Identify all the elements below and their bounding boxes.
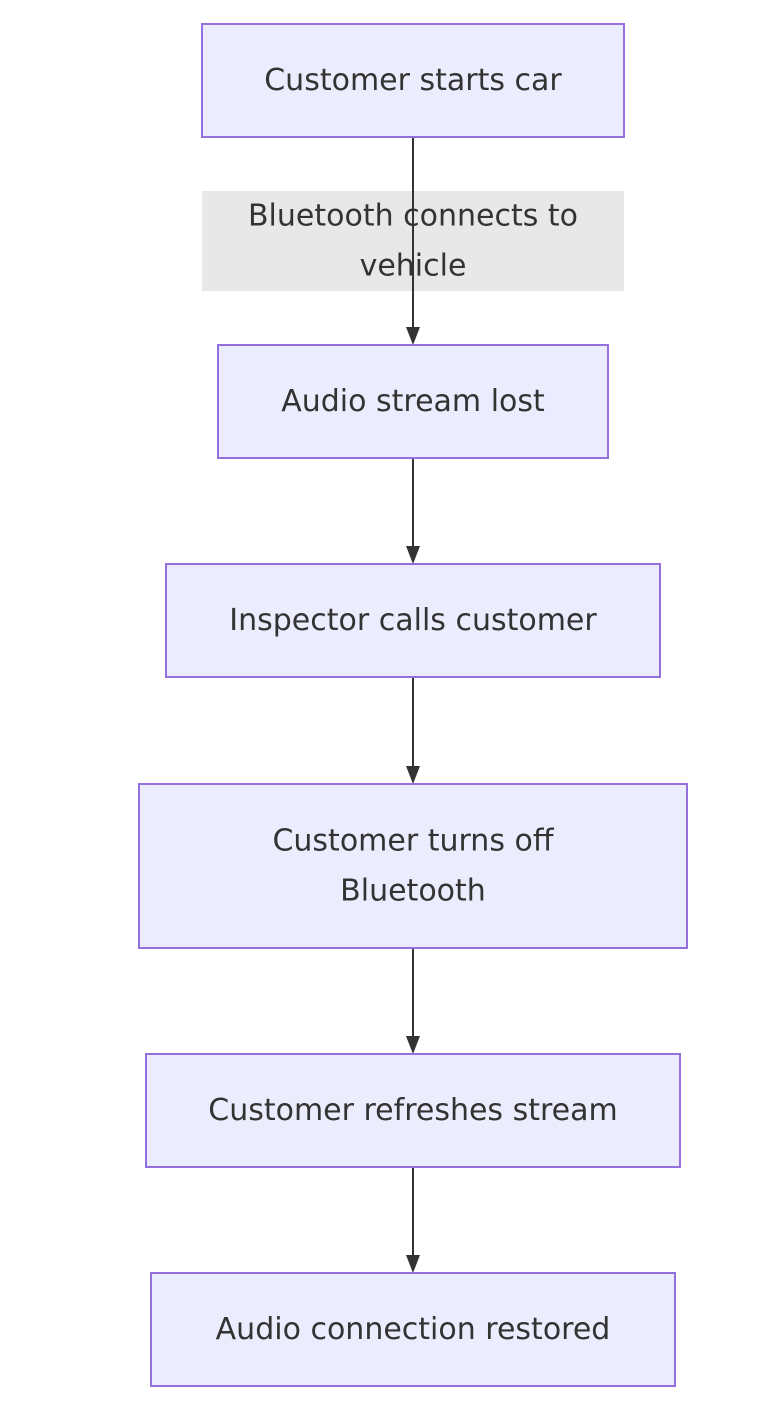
- node-label: Customer turns off: [272, 824, 554, 859]
- arrow-head-icon: [406, 327, 420, 345]
- node-label: Customer refreshes stream: [208, 1093, 617, 1128]
- node-label: Customer starts car: [264, 63, 562, 98]
- flow-node-n2: Audio stream lost: [217, 344, 609, 459]
- node-label: Audio stream lost: [281, 384, 545, 419]
- flow-node-n3: Inspector calls customer: [165, 563, 661, 678]
- arrow-head-icon: [406, 1255, 420, 1273]
- arrow-head-icon: [406, 1036, 420, 1054]
- flow-node-n5: Customer refreshes stream: [145, 1053, 681, 1168]
- node-box: [138, 783, 688, 949]
- arrow-head-icon: [406, 546, 420, 564]
- flow-node-n1: Customer starts car: [201, 23, 625, 138]
- arrow-head-icon: [406, 766, 420, 784]
- node-box: [145, 1053, 681, 1168]
- node-box: [201, 23, 625, 138]
- node-label: Inspector calls customer: [229, 603, 597, 638]
- node-box: [217, 344, 609, 459]
- node-label: Bluetooth: [340, 874, 486, 909]
- node-label: Audio connection restored: [216, 1312, 611, 1347]
- node-box: [165, 563, 661, 678]
- node-box: [150, 1272, 676, 1387]
- flow-node-n6: Audio connection restored: [150, 1272, 676, 1387]
